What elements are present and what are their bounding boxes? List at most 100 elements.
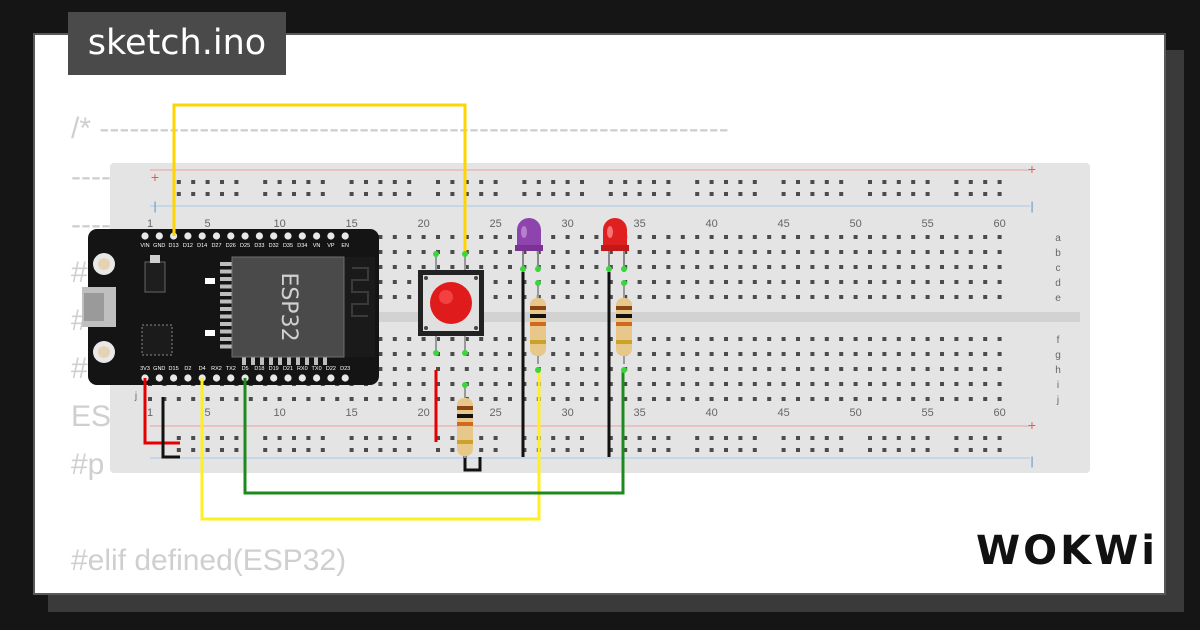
pin-label: D25 (240, 243, 250, 249)
column-number: 15 (345, 407, 357, 419)
row-letter: e (1055, 293, 1061, 304)
column-number: 1 (147, 218, 153, 230)
resistor-button[interactable] (457, 385, 473, 458)
column-number: 45 (777, 218, 789, 230)
column-number: 30 (561, 407, 573, 419)
pin-label: D27 (211, 243, 221, 249)
column-number: 40 (705, 218, 717, 230)
row-letter: c (1056, 263, 1061, 274)
breadboard-center-gap (110, 312, 1080, 322)
column-number: 55 (921, 407, 933, 419)
pin-hole (198, 232, 206, 240)
pin-label: VP (327, 243, 335, 249)
pin-label: D15 (169, 366, 179, 372)
row-letter: a (1055, 233, 1061, 244)
row-letter: i (1057, 380, 1059, 391)
pin-label: D35 (283, 243, 293, 249)
led-red[interactable] (601, 218, 629, 272)
row-letter: j (1056, 395, 1059, 406)
pin-hole (170, 374, 178, 382)
pin-hole (313, 374, 321, 382)
pin-hole (298, 232, 306, 240)
column-number: 55 (921, 218, 933, 230)
pin-hole (227, 374, 235, 382)
voltage-regulator (144, 261, 166, 293)
pin-label: D23 (340, 366, 350, 372)
column-number: 10 (273, 218, 285, 230)
pin-label: D2 (184, 366, 191, 372)
column-number: 50 (849, 218, 861, 230)
resistor-led2[interactable] (616, 282, 632, 364)
wire-black-gnd (161, 397, 180, 459)
column-number: 60 (993, 407, 1005, 419)
pin-label: TX0 (312, 366, 322, 372)
column-number: 35 (633, 218, 645, 230)
rail-minus-label: | (1030, 454, 1033, 468)
rail-plus-label: + (151, 169, 159, 185)
file-title-tab[interactable]: sketch.ino (68, 12, 286, 75)
pin-label: 3V3 (140, 366, 150, 372)
pin-label: D26 (226, 243, 236, 249)
pin-hole (327, 232, 335, 240)
pin-label: D21 (283, 366, 293, 372)
wokwi-logo[interactable]: WOKWi (976, 528, 1158, 574)
pin-hole (341, 232, 349, 240)
pin-hole (341, 374, 349, 382)
pin-hole (155, 374, 163, 382)
wire-yellow-d4 (200, 371, 541, 521)
pin-label: D19 (269, 366, 279, 372)
wires (143, 103, 625, 521)
code-line: /* -------------------------------------… (71, 112, 729, 145)
row-letter: d (1055, 278, 1061, 289)
pin-label: TX2 (226, 366, 236, 372)
row-letter: j (134, 391, 137, 402)
wire-black-resistor (463, 455, 482, 472)
row-letter: f (1057, 335, 1060, 346)
pin-hole (212, 232, 221, 240)
pin-label: D22 (326, 366, 336, 372)
pin-label: GND (153, 366, 165, 372)
pin-hole (255, 232, 263, 240)
code-line: #include <WiFi.h> (71, 585, 729, 593)
wire-green-d5 (243, 371, 625, 495)
column-number: 20 (417, 407, 429, 419)
pin-label: VN (313, 243, 321, 249)
column-number: 15 (345, 218, 357, 230)
pin-hole (298, 374, 306, 382)
column-number: 35 (633, 407, 645, 419)
pin-label: D13 (169, 243, 179, 249)
resistor-led1[interactable] (530, 282, 546, 364)
rail-plus-label: + (1028, 417, 1036, 433)
pin-label: D14 (197, 243, 207, 249)
pin-hole (141, 232, 149, 240)
row-letter: b (1055, 248, 1061, 259)
column-number: 60 (993, 218, 1005, 230)
pin-hole (155, 232, 163, 240)
rail-plus-label: + (1028, 161, 1036, 177)
chip-label: ESP32 (276, 272, 301, 341)
connection-dots (433, 251, 627, 388)
rail-minus-label: | (1030, 199, 1033, 213)
pin-label: RX0 (297, 366, 308, 372)
column-number: 25 (489, 218, 501, 230)
antenna (345, 257, 375, 357)
pin-label: D12 (183, 243, 193, 249)
push-button[interactable] (418, 255, 484, 352)
pin-label: D18 (254, 366, 264, 372)
pin-hole (241, 232, 249, 240)
pin-label: RX2 (211, 366, 222, 372)
wire-yellow-d13 (172, 103, 467, 252)
code-line: #p (71, 448, 105, 481)
column-number: 30 (561, 218, 573, 230)
usb-chip (141, 324, 173, 356)
column-number: 50 (849, 407, 861, 419)
pin-label: GND (153, 243, 165, 249)
pin-label: D32 (269, 243, 279, 249)
pin-hole (313, 232, 321, 240)
code-line: #elif defined(ESP32) (71, 544, 347, 577)
pin-hole (284, 374, 292, 382)
